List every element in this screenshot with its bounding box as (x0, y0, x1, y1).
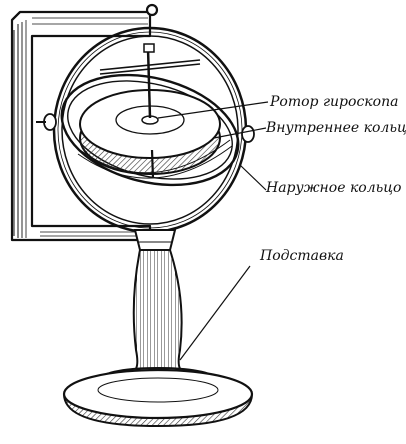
bracket-frame (10, 3, 159, 242)
label-rotor: Ротор гироскопа (269, 94, 398, 110)
outer-ring (36, 26, 255, 234)
label-inner-ring: Внутреннее кольцо (265, 120, 406, 136)
stand-assembly (62, 229, 254, 428)
leader-inner-ring (213, 127, 267, 139)
gyroscope-rotor (79, 43, 221, 179)
inner-ring (60, 73, 240, 187)
leader-stand (179, 265, 251, 361)
leader-lines (157, 101, 269, 361)
label-stand: Подставка (259, 248, 344, 264)
label-outer-ring: Наружное кольцо (265, 180, 401, 196)
top-brace (99, 59, 201, 75)
leader-rotor (157, 101, 269, 119)
leader-outer-ring (239, 164, 267, 191)
